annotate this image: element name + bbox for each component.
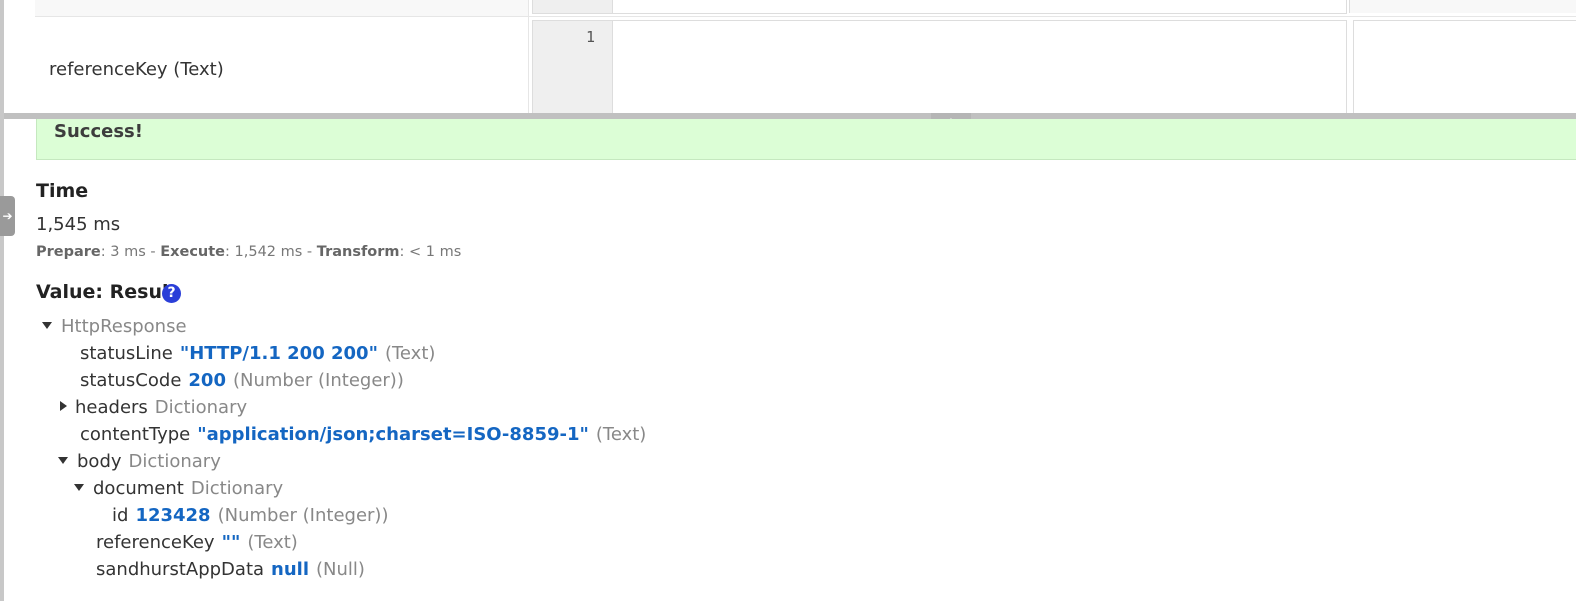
question-circle-icon[interactable]: ? (162, 284, 181, 303)
tree-type: (Number (Integer)) (217, 505, 389, 526)
tree-key: body (77, 451, 122, 472)
tree-type: (Text) (247, 532, 298, 553)
collapse-caret-icon[interactable] (60, 401, 67, 411)
result-heading: Value: Result (36, 281, 178, 303)
expression-editor[interactable] (612, 20, 1347, 113)
line-number: 1 (585, 28, 595, 46)
editor-gutter (532, 0, 613, 14)
tree-node-document[interactable]: document Dictionary (74, 477, 283, 501)
tree-node-body[interactable]: body Dictionary (58, 450, 221, 474)
tree-type: (Number (Integer)) (232, 370, 404, 391)
sidebar-toggle-button[interactable]: ➔ (0, 196, 15, 236)
parameter-extra-cell (1349, 0, 1576, 13)
transform-value: : < 1 ms (399, 244, 462, 260)
tree-value: null (271, 559, 310, 580)
execute-value: : 1,542 ms - (225, 244, 317, 260)
parameter-label-cell: referenceKey (Text) (35, 17, 529, 113)
prepare-label: Prepare (36, 244, 101, 260)
parameter-extra-cell (1353, 20, 1576, 113)
tree-key: id (112, 505, 129, 526)
tree-type: Dictionary (190, 478, 284, 499)
tree-node-referencekey: referenceKey "" (Text) (96, 531, 298, 555)
tree-value: "application/json;charset=ISO-8859-1" (197, 424, 589, 445)
tree-value: 200 (188, 370, 226, 391)
parameter-table: referenceKey (Text) 1 (35, 0, 1576, 113)
tree-key: headers (75, 397, 148, 418)
tree-type: Dictionary (154, 397, 248, 418)
parameter-row-referencekey: referenceKey (Text) 1 (35, 17, 1576, 113)
tree-type: (Null) (316, 559, 365, 580)
tree-type: (Text) (384, 343, 436, 364)
tree-key: document (93, 478, 184, 499)
parameter-row-previous (35, 0, 1576, 17)
tree-node-headers[interactable]: headers Dictionary (60, 396, 247, 420)
tree-node-root[interactable]: HttpResponse (42, 315, 187, 339)
prepare-value: : 3 ms - (100, 244, 161, 260)
tree-type: Dictionary (128, 451, 221, 472)
tree-node-sandhurstappdata: sandhurstAppData null (Null) (96, 558, 365, 582)
tree-node-statusline: statusLine "HTTP/1.1 200 200" (Text) (80, 342, 435, 366)
tree-type: (Text) (595, 424, 647, 445)
tree-value: 123428 (135, 505, 211, 526)
tree-value: "HTTP/1.1 200 200" (179, 343, 378, 364)
time-total: 1,545 ms (36, 214, 121, 235)
expand-caret-icon[interactable] (74, 483, 84, 491)
time-heading: Time (36, 180, 89, 202)
tree-key: referenceKey (96, 532, 215, 553)
arrow-right-icon: ➔ (2, 209, 13, 223)
parameter-name: referenceKey (Text) (49, 59, 224, 80)
transform-label: Transform (316, 244, 400, 260)
tree-value: "" (221, 532, 241, 553)
expand-caret-icon[interactable] (42, 321, 52, 329)
expression-editor[interactable] (612, 0, 1347, 14)
tree-node-contenttype: contentType "application/json;charset=ISO… (80, 423, 646, 447)
timing-breakdown: Prepare: 3 ms - Execute: 1,542 ms - Tran… (36, 244, 461, 260)
editor-gutter: 1 (532, 20, 613, 113)
tree-key: sandhurstAppData (96, 559, 265, 580)
expand-caret-icon[interactable] (58, 456, 68, 464)
tree-node-statuscode: statusCode 200 (Number (Integer)) (80, 369, 404, 393)
panel-splitter[interactable] (4, 113, 1576, 119)
tree-node-id: id 123428 (Number (Integer)) (112, 504, 388, 528)
success-message: Success! (54, 121, 143, 142)
tree-key: HttpResponse (61, 316, 187, 337)
tree-key: statusCode (80, 370, 182, 391)
parameter-label-cell (35, 0, 529, 16)
execute-label: Execute (160, 244, 226, 260)
left-border (0, 0, 4, 601)
success-banner: Success! (36, 119, 1576, 160)
tree-key: statusLine (80, 343, 173, 364)
tree-key: contentType (80, 424, 191, 445)
